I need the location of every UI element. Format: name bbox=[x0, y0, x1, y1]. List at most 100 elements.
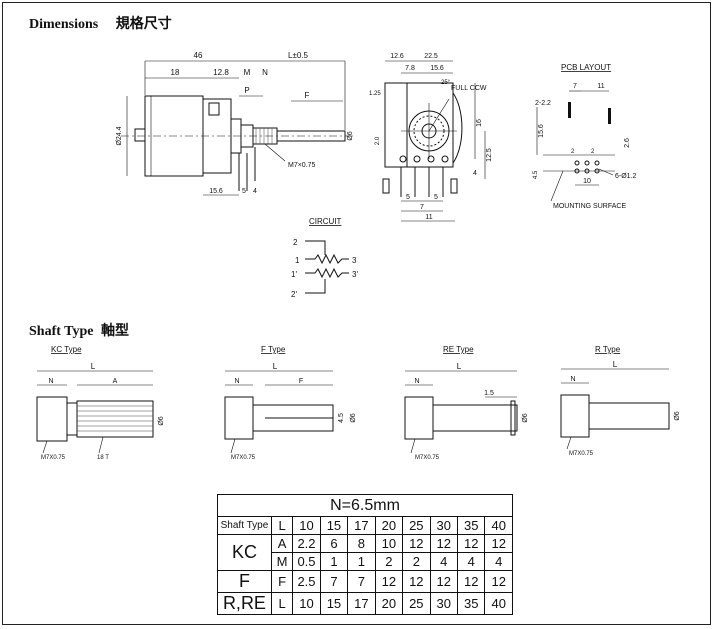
pin-2: 2 bbox=[293, 238, 298, 247]
spec-kc-m-6: 4 bbox=[456, 552, 486, 571]
spec-title-row: N=6.5mm bbox=[217, 494, 513, 517]
re-l: L bbox=[457, 362, 462, 371]
ccw-leader bbox=[428, 98, 450, 132]
r-n: N bbox=[570, 376, 575, 383]
spec-kc-a-4: 12 bbox=[402, 534, 431, 553]
spec-f-code: F bbox=[270, 570, 294, 593]
spec-r-2: 17 bbox=[347, 592, 376, 615]
r-type-label: R Type bbox=[595, 345, 621, 354]
pcb-hole-3 bbox=[594, 160, 600, 166]
rear-stub bbox=[134, 128, 146, 142]
dim-l: L±0.5 bbox=[288, 51, 309, 60]
dim-m: M bbox=[244, 68, 251, 77]
dim-2-0: 2.0 bbox=[375, 136, 381, 145]
dim-front-4: 4 bbox=[473, 170, 477, 177]
pcb-dim-2b: 2 bbox=[591, 149, 595, 155]
spec-r-0: 10 bbox=[292, 592, 321, 615]
pcb-hole-leader bbox=[598, 168, 614, 176]
re-bushing bbox=[404, 396, 434, 440]
shaft-type-heading-en: Shaft Type bbox=[29, 324, 94, 339]
front-lug-right bbox=[450, 178, 458, 194]
f-thread-leader bbox=[230, 438, 236, 454]
dim-p: P bbox=[244, 86, 249, 95]
thread-label: M7×0.75 bbox=[288, 162, 316, 169]
f-bushing bbox=[224, 396, 254, 440]
spec-length-2: 17 bbox=[347, 516, 376, 535]
spec-kc-m-row: M 0.5 1 1 2 2 4 4 4 bbox=[218, 552, 513, 571]
f-f: F bbox=[299, 378, 303, 385]
mounting-leader bbox=[550, 170, 564, 202]
spec-title: N=6.5mm bbox=[217, 494, 513, 517]
f-l: L bbox=[273, 362, 278, 371]
pcb-dim-2-2: 2-2.2 bbox=[535, 100, 551, 107]
spec-length-1: 15 bbox=[319, 516, 349, 535]
dimensions-heading: Dimensions 規格尺寸 bbox=[29, 13, 172, 33]
dim-f: F bbox=[305, 91, 310, 100]
spec-f-4: 12 bbox=[402, 570, 431, 593]
spec-kc-m-4: 2 bbox=[402, 552, 431, 571]
dim-dia-6: Ø6 bbox=[347, 131, 354, 140]
spec-kc-m-3: 2 bbox=[374, 552, 404, 571]
f-thread: M7X0.75 bbox=[231, 455, 256, 461]
side-view: 46 L±0.5 18 12.8 M N P F Ø24.4 Ø6 15.6 5… bbox=[116, 51, 354, 196]
dim-25-deg: 25° bbox=[441, 80, 451, 86]
dim-n: N bbox=[262, 68, 268, 77]
spec-f-2: 7 bbox=[347, 570, 376, 593]
pcb-dim-10: 10 bbox=[583, 178, 591, 185]
dim-dia-24-4: Ø24.4 bbox=[116, 126, 123, 145]
re-dia: Ø6 bbox=[522, 413, 529, 422]
pcb-hole-1 bbox=[574, 160, 580, 166]
spec-kc-m-7: 4 bbox=[484, 552, 513, 571]
pcb-slot-right bbox=[608, 108, 611, 124]
r-shaft bbox=[588, 402, 670, 430]
spec-kc-a-5: 12 bbox=[429, 534, 458, 553]
pin-1-prime: 1' bbox=[291, 270, 297, 279]
kc-thread-leader bbox=[42, 440, 48, 454]
kc-l: L bbox=[91, 362, 96, 371]
pin-3-prime: 3' bbox=[352, 270, 358, 279]
spec-length-0: 10 bbox=[292, 516, 321, 535]
spec-header-code: L bbox=[270, 516, 294, 535]
spec-kc-a-2: 8 bbox=[347, 534, 376, 553]
terminal-1 bbox=[399, 155, 407, 163]
spec-length-3: 20 bbox=[374, 516, 404, 535]
shaft-type-heading: Shaft Type 軸型 bbox=[29, 320, 129, 340]
spec-f-6: 12 bbox=[456, 570, 486, 593]
kc-dia: Ø6 bbox=[158, 416, 165, 425]
spec-r-row: R,RE L 10 15 17 20 25 30 35 40 bbox=[217, 592, 513, 615]
spec-length-4: 25 bbox=[402, 516, 431, 535]
spec-kc-a-1: 6 bbox=[319, 534, 349, 553]
kc-bushing bbox=[36, 396, 68, 442]
pin-3: 3 bbox=[352, 256, 357, 265]
r-bushing bbox=[560, 394, 590, 438]
circuit: CIRCUIT 2 1 1' 2' 3 3' bbox=[291, 217, 358, 299]
resistor-bottom bbox=[305, 267, 349, 279]
dim-front-5a: 5 bbox=[406, 194, 410, 201]
spec-r-5: 30 bbox=[429, 592, 458, 615]
resistor-top bbox=[305, 253, 349, 265]
spec-kc-label: KC bbox=[217, 534, 272, 571]
dim-12-5: 12.5 bbox=[486, 148, 493, 162]
spec-kc-a-code: A bbox=[270, 534, 294, 553]
kc-type-label: KC Type bbox=[51, 345, 82, 354]
dim-12-6: 12.6 bbox=[390, 53, 404, 60]
pin-1: 1 bbox=[295, 256, 300, 265]
front-body bbox=[384, 82, 454, 168]
spec-f-1: 7 bbox=[319, 570, 349, 593]
dim-front-7: 7 bbox=[420, 204, 424, 211]
spec-length-7: 40 bbox=[484, 516, 513, 535]
pcb-hole-5 bbox=[584, 168, 590, 174]
spec-r-7: 40 bbox=[484, 592, 513, 615]
kc-a: A bbox=[113, 378, 118, 385]
shaft-kc: KC Type L N A Ø6 M7X0.75 18 T bbox=[36, 345, 165, 461]
side-tab bbox=[208, 102, 220, 116]
spec-f-7: 12 bbox=[484, 570, 513, 593]
re-shaft bbox=[432, 404, 518, 432]
dimensions-heading-cn: 規格尺寸 bbox=[115, 17, 172, 32]
spec-kc-a-row: KC A 2.2 6 8 10 12 12 12 12 bbox=[217, 534, 513, 571]
spec-kc-m-1: 1 bbox=[319, 552, 349, 571]
mounting-surface: MOUNTING SURFACE bbox=[553, 203, 626, 210]
spec-f-row: F F 2.5 7 7 12 12 12 12 12 bbox=[217, 570, 513, 593]
thread-leader bbox=[264, 143, 286, 162]
